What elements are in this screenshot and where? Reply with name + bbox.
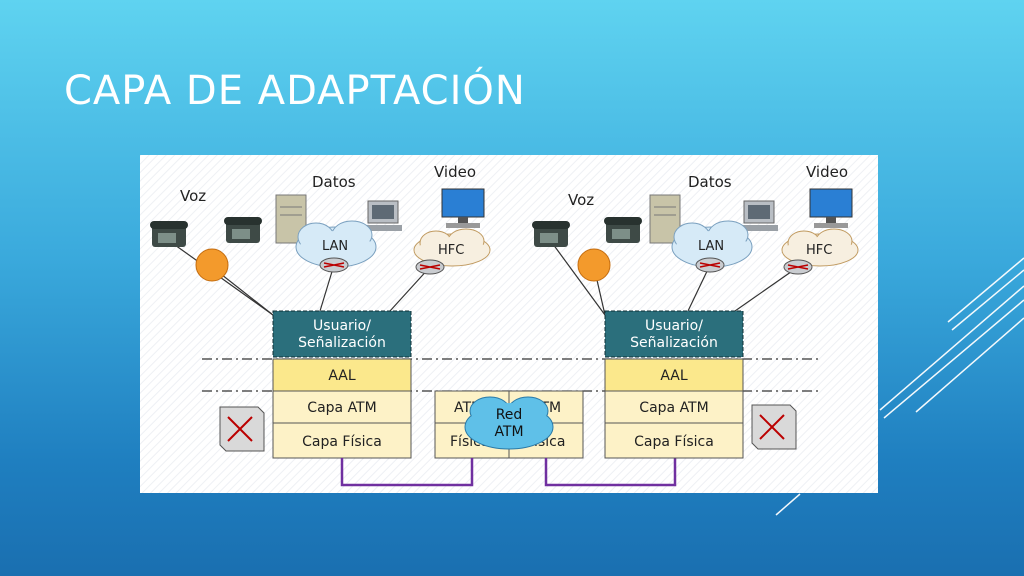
router-icon (695, 257, 725, 273)
router-icon (415, 259, 445, 275)
capa-atm-label: Capa ATM (307, 400, 376, 416)
voice-node (577, 248, 611, 282)
physical-links (340, 458, 677, 487)
capa-atm-label: Capa ATM (639, 400, 708, 416)
lan-cloud (671, 220, 753, 268)
capa-fisica-label: Capa Física (302, 434, 382, 450)
computer-icon (740, 200, 778, 231)
hfc-cloud (413, 228, 491, 267)
phone-icon (532, 221, 570, 247)
router-icon (783, 259, 813, 275)
capa-atm-layer (604, 390, 744, 424)
phone-icon (150, 221, 188, 247)
atm-adaptation-diagram: Voz Datos LAN Video HFC (140, 155, 878, 493)
red-label: Red (496, 407, 523, 423)
voz-label: Voz (180, 187, 206, 205)
aal-label: AAL (328, 368, 356, 384)
capa-fisica-layer (604, 422, 744, 459)
datos-label: Datos (312, 173, 356, 191)
usuario-label: Usuario/ (313, 318, 371, 334)
hfc-label: HFC (806, 243, 832, 258)
datos-label: Datos (688, 173, 732, 191)
video-label: Video (434, 163, 476, 181)
monitor-icon (809, 188, 853, 228)
senalizacion-label: Señalización (630, 335, 718, 351)
lan-label: LAN (322, 239, 348, 254)
capa-atm-layer (272, 390, 412, 424)
monitor-icon (441, 188, 485, 228)
computer-icon (364, 200, 402, 231)
atm-switch-icon (751, 404, 797, 450)
hfc-cloud (781, 228, 859, 267)
voz-label: Voz (568, 191, 594, 209)
voice-node (195, 248, 229, 282)
lan-cloud (295, 220, 377, 268)
video-label: Video (806, 163, 848, 181)
phone-icon (224, 217, 262, 243)
phone-icon (604, 217, 642, 243)
lan-label: LAN (698, 239, 724, 254)
usuario-senalizacion-box (604, 310, 744, 358)
hfc-label: HFC (438, 243, 464, 258)
atm-label: ATM (494, 424, 523, 440)
usuario-senalizacion-box (272, 310, 412, 358)
red-atm-cloud (464, 396, 554, 450)
capa-fisica-label: Capa Física (634, 434, 714, 450)
senalizacion-label: Señalización (298, 335, 386, 351)
usuario-label: Usuario/ (645, 318, 703, 334)
aal-label: AAL (660, 368, 688, 384)
slide-title: CAPA DE ADAPTACIÓN (64, 68, 526, 114)
capa-fisica-layer (272, 422, 412, 459)
atm-switch-icon (219, 406, 265, 452)
router-icon (319, 257, 349, 273)
